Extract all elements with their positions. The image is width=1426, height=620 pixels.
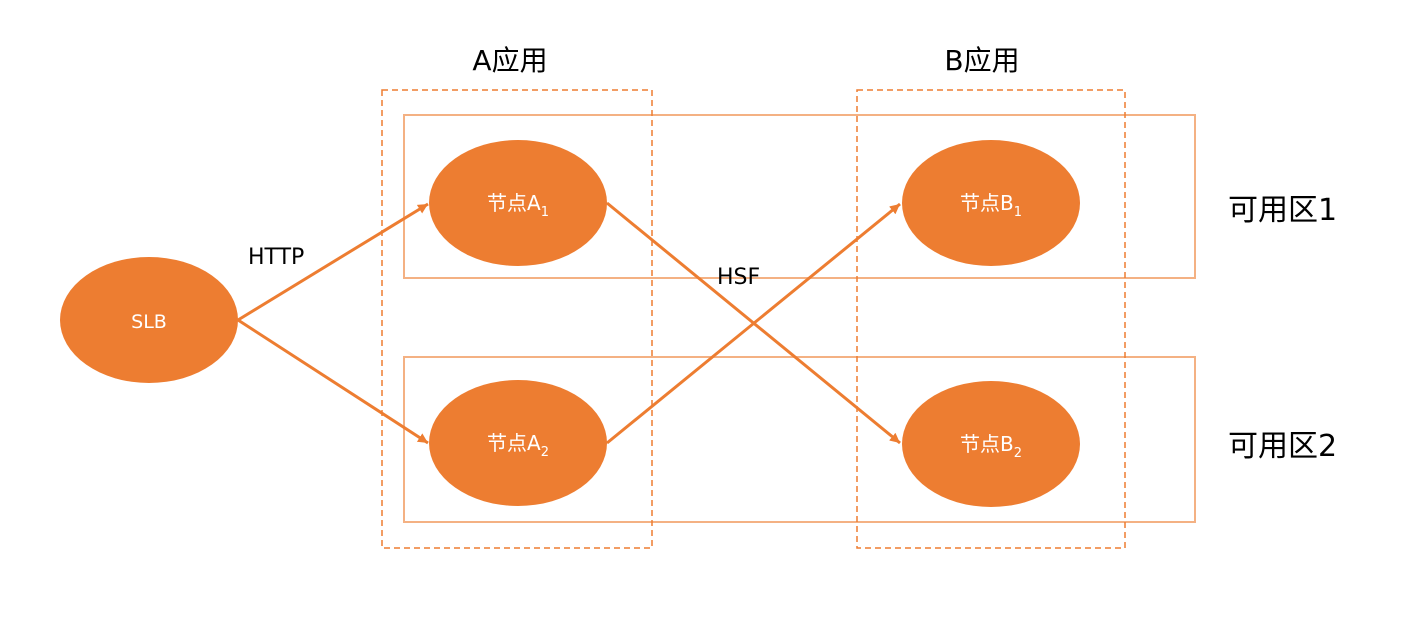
node-b1-sub: 1 bbox=[1014, 205, 1022, 220]
node-b1 bbox=[902, 140, 1080, 266]
node-b1-base: 节点B bbox=[960, 191, 1014, 215]
app-a-box bbox=[381, 89, 653, 549]
node-b2-sub: 2 bbox=[1014, 446, 1022, 461]
app-a-title: A应用 bbox=[472, 44, 547, 77]
zone1-label: 可用区1 bbox=[1228, 193, 1337, 228]
zone1-box bbox=[403, 114, 1196, 279]
node-a2-sub: 2 bbox=[541, 445, 549, 460]
node-a2 bbox=[429, 380, 607, 506]
edge-a2-b1 bbox=[606, 202, 901, 445]
node-b1-label: 节点B1 bbox=[960, 191, 1022, 220]
zone2-label: 可用区2 bbox=[1228, 429, 1337, 464]
edge-hsf-label: HSF bbox=[717, 265, 760, 290]
node-a2-base: 节点A bbox=[487, 431, 541, 455]
zone2-box bbox=[403, 356, 1196, 523]
node-a1 bbox=[429, 140, 607, 266]
node-a2-label: 节点A2 bbox=[487, 431, 549, 460]
app-b-title: B应用 bbox=[944, 44, 1019, 77]
node-b2-base: 节点B bbox=[960, 432, 1014, 456]
edge-slb-a2 bbox=[237, 318, 429, 445]
node-a1-sub: 1 bbox=[541, 205, 549, 220]
app-b-box bbox=[856, 89, 1126, 549]
node-b2-label: 节点B2 bbox=[960, 432, 1022, 461]
edge-http-label: HTTP bbox=[248, 245, 304, 270]
node-b2 bbox=[902, 381, 1080, 507]
node-a1-base: 节点A bbox=[487, 191, 541, 215]
edge-slb-a1 bbox=[237, 202, 429, 322]
node-a1-label: 节点A1 bbox=[487, 191, 549, 220]
node-slb-label: SLB bbox=[131, 311, 167, 333]
node-slb bbox=[60, 257, 238, 383]
